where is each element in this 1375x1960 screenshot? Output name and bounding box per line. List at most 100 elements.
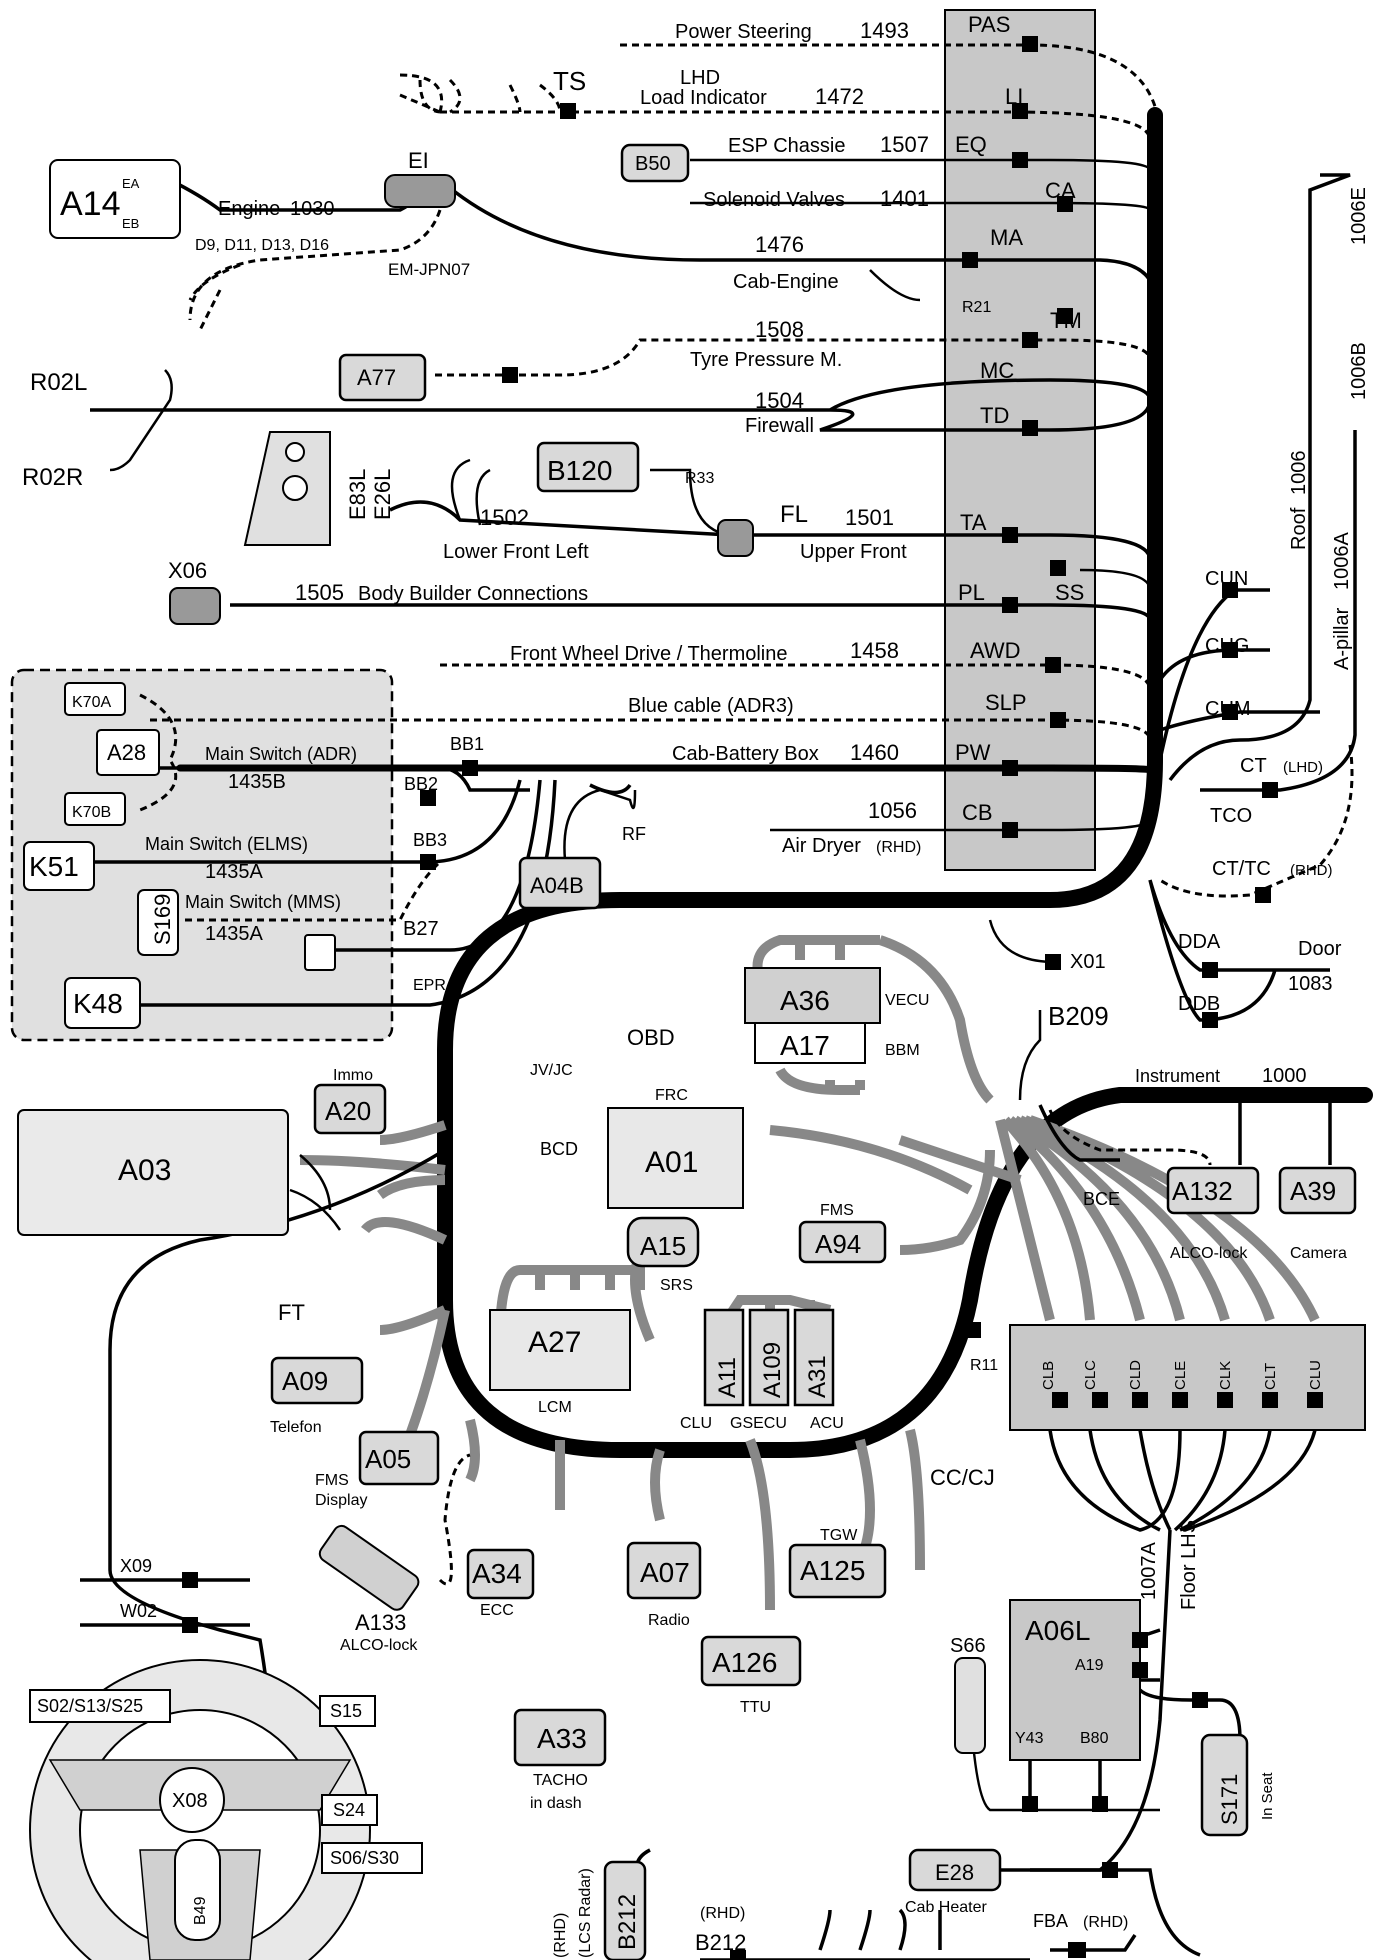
b27-label: B27 bbox=[403, 918, 439, 940]
air-dryer-num: 1056 bbox=[868, 798, 917, 823]
solenoid-num: 1401 bbox=[880, 186, 929, 211]
esp-num: 1507 bbox=[880, 132, 929, 157]
load-indicator-wire bbox=[440, 110, 1152, 141]
power-steering-label: Power Steering bbox=[675, 21, 812, 43]
ss-wire bbox=[1079, 568, 1152, 591]
engine-num: 1030 bbox=[290, 198, 335, 220]
display-label: Display bbox=[315, 1492, 367, 1509]
a126-box bbox=[700, 1635, 802, 1687]
instrument-branches bbox=[1038, 1100, 1332, 1165]
k70b-box bbox=[64, 792, 126, 826]
a34-box bbox=[466, 1548, 535, 1600]
a125-box bbox=[788, 1543, 887, 1599]
ta-label: TA bbox=[960, 510, 987, 535]
clb-label: CLB bbox=[1040, 1361, 1057, 1390]
clu-label: CLU bbox=[680, 1415, 712, 1432]
s02-box bbox=[29, 1689, 171, 1723]
a28-label: A28 bbox=[107, 740, 146, 765]
k70a-box bbox=[64, 682, 126, 716]
cun-label: CUN bbox=[1205, 568, 1248, 590]
bce-label: BCE bbox=[1083, 1189, 1120, 1209]
a132-label: A132 bbox=[1172, 1176, 1233, 1206]
e83l-label: E83L bbox=[345, 469, 370, 520]
s171-wire bbox=[1138, 1688, 1242, 1741]
alco2-label: ALCO-lock bbox=[340, 1637, 418, 1654]
lower-front-wire bbox=[389, 500, 1152, 561]
a05-label: A05 bbox=[365, 1444, 411, 1474]
a09-label: A09 bbox=[282, 1366, 328, 1396]
load-indicator-num: 1472 bbox=[815, 84, 864, 109]
fba-wire bbox=[1050, 1934, 1137, 1952]
s02-label: S02/S13/S25 bbox=[37, 1696, 143, 1716]
s24-box bbox=[321, 1794, 378, 1826]
b212b-label: B212 bbox=[695, 1930, 746, 1955]
a94-box bbox=[798, 1220, 887, 1264]
s169-label: S169 bbox=[150, 894, 175, 945]
fba-label: FBA bbox=[1033, 1911, 1068, 1931]
roof-num: 1006 bbox=[1288, 451, 1310, 496]
power-steering-num: 1493 bbox=[860, 18, 909, 43]
r11-label: R11 bbox=[970, 1357, 998, 1374]
cabheater-label: Cab Heater bbox=[905, 1899, 987, 1916]
bcd-label: BCD bbox=[540, 1139, 578, 1159]
k70b-label: K70B bbox=[72, 804, 111, 821]
rhd2-label: (RHD) bbox=[700, 1905, 745, 1922]
rf-label: RF bbox=[622, 824, 646, 844]
obd-label: OBD bbox=[627, 1025, 675, 1050]
a19-label: A19 bbox=[1075, 1657, 1104, 1674]
r02l-label: R02L bbox=[30, 369, 87, 396]
upper-front-label: Upper Front bbox=[800, 541, 907, 563]
ct-lhd: (LHD) bbox=[1283, 759, 1323, 776]
body-builder-label: Body Builder Connections bbox=[358, 583, 588, 605]
a34-label: A34 bbox=[472, 1558, 522, 1589]
td-label: TD bbox=[980, 403, 1009, 428]
immo-label: Immo bbox=[333, 1067, 373, 1084]
1006b-label: 1006B bbox=[1348, 342, 1370, 400]
load-indicator-label: Load Indicator bbox=[640, 87, 767, 109]
b209-wire bbox=[1018, 1010, 1042, 1101]
indash-label: in dash bbox=[530, 1795, 582, 1812]
s66-label: S66 bbox=[950, 1635, 986, 1657]
frc-label: FRC bbox=[655, 1087, 688, 1104]
blue-cable-label: Blue cable (ADR3) bbox=[628, 695, 794, 717]
fl-connector bbox=[717, 519, 754, 557]
a77-label: A77 bbox=[357, 365, 396, 390]
tyre-pressure-wire bbox=[435, 338, 1152, 377]
a20-label: A20 bbox=[325, 1096, 371, 1126]
tyre-label: Tyre Pressure M. bbox=[690, 349, 842, 371]
ts-label: TS bbox=[553, 66, 586, 96]
k48-label: K48 bbox=[73, 988, 123, 1019]
apillar-num: 1006A bbox=[1331, 532, 1353, 590]
cab-branches bbox=[299, 935, 1320, 1611]
b50-box bbox=[620, 143, 690, 183]
a07-label: A07 bbox=[640, 1557, 690, 1588]
mc-label: MC bbox=[980, 358, 1014, 383]
a133-dash bbox=[438, 1453, 471, 1586]
inseat-label: In Seat bbox=[1259, 1772, 1276, 1820]
s06-label: S06/S30 bbox=[330, 1848, 399, 1868]
w02-label: W02 bbox=[120, 1601, 157, 1621]
a39-box bbox=[1278, 1166, 1357, 1215]
fwd-label: Front Wheel Drive / Thermoline bbox=[510, 643, 788, 665]
cttc-label: CT/TC bbox=[1212, 858, 1271, 880]
floor-num: 1007A bbox=[1138, 1542, 1160, 1600]
a28-box bbox=[96, 729, 160, 776]
solenoid-wire bbox=[690, 201, 1152, 211]
a109-label: A109 bbox=[759, 1342, 786, 1398]
r02r-label: R02R bbox=[22, 464, 83, 491]
fwd-num: 1458 bbox=[850, 638, 899, 663]
a27-box bbox=[489, 1309, 631, 1391]
a17-box bbox=[754, 1022, 866, 1064]
ma-label: MA bbox=[990, 225, 1023, 250]
slp-label: SLP bbox=[985, 690, 1027, 715]
engine-label: Engine bbox=[218, 198, 280, 220]
tgw-label: TGW bbox=[820, 1527, 858, 1544]
k51-label: K51 bbox=[29, 851, 79, 882]
ei-connector bbox=[384, 174, 456, 208]
x01-label: X01 bbox=[1070, 951, 1106, 973]
fl-label: FL bbox=[780, 501, 808, 528]
b212-box bbox=[603, 1860, 647, 1960]
cab-heater-wire bbox=[1000, 1868, 1201, 1957]
main-switch-elms: Main Switch (ELMS) bbox=[145, 834, 308, 854]
